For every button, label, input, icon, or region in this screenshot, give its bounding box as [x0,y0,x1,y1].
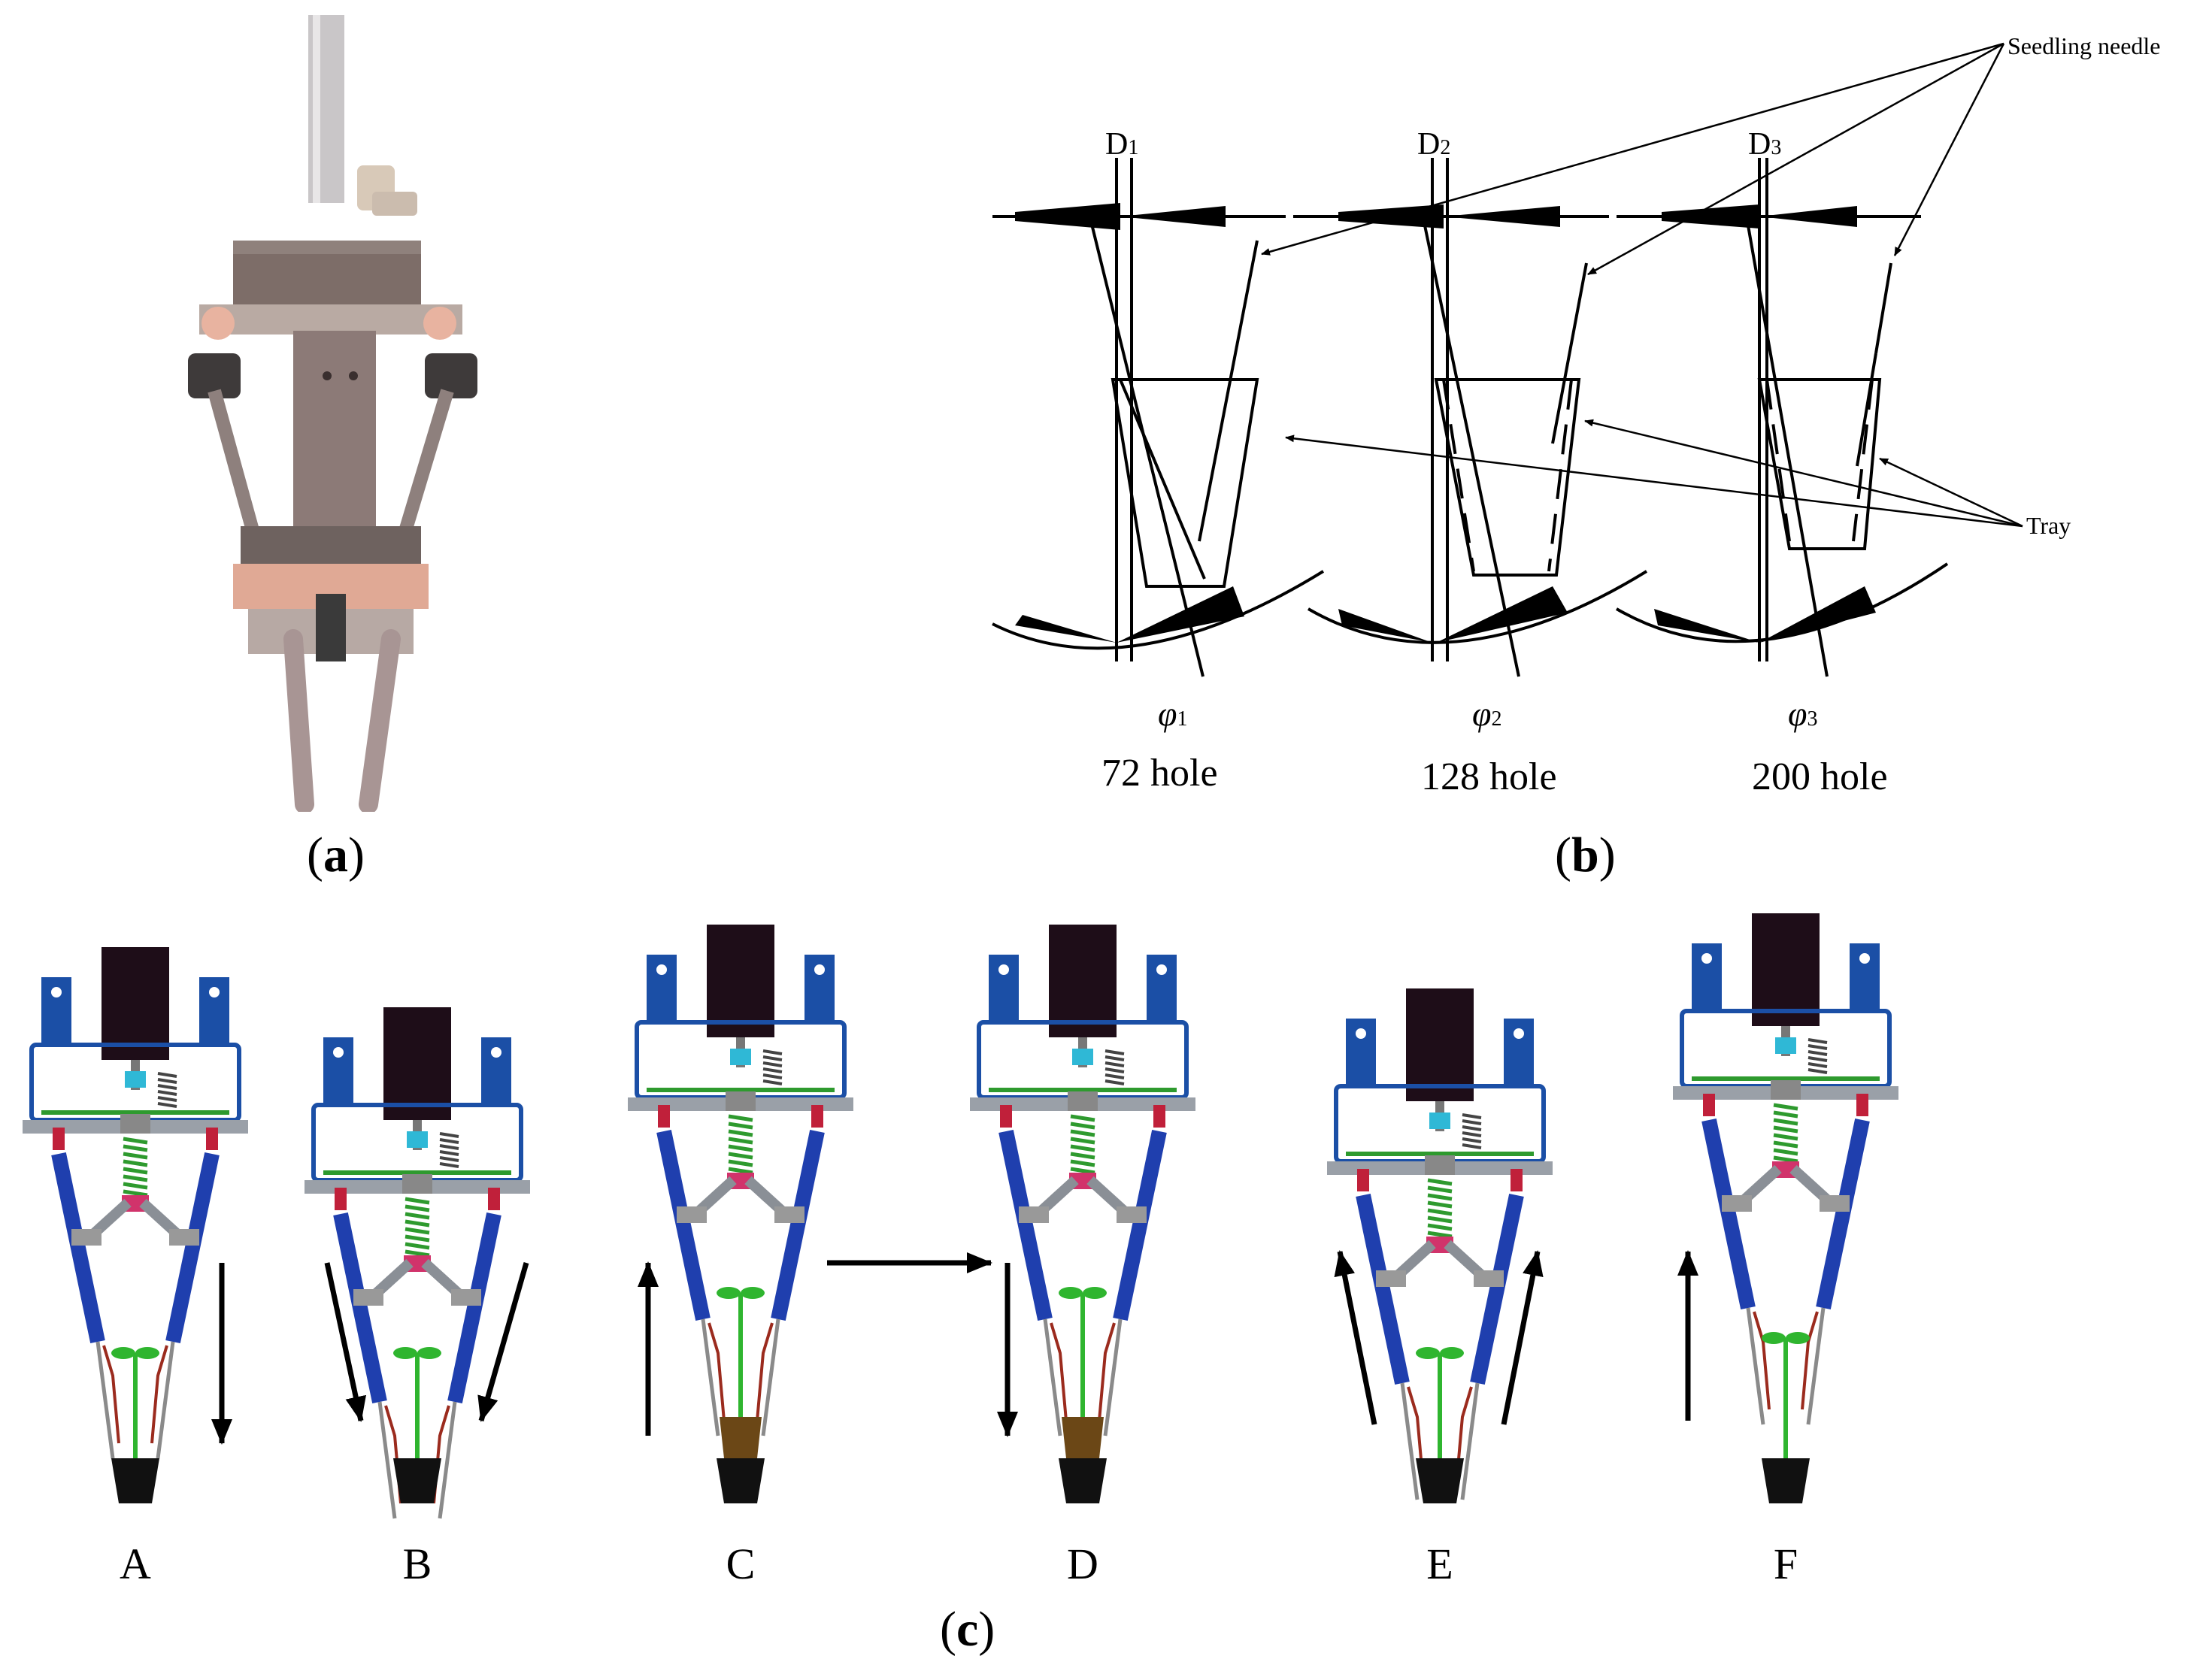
motion-arrow [1334,1250,1377,1425]
motor [383,1007,451,1120]
label-seedling-needle: Seedling needle [2007,32,2160,59]
left-arm [333,1212,387,1404]
stage-e: E [1327,988,1553,1588]
gripper-photo [188,15,477,812]
caption-b: (b) [1555,828,1616,882]
right-arm [1113,1129,1167,1321]
left-arm [656,1129,711,1321]
label-72-hole: 72 hole [1101,752,1218,795]
motor [1752,913,1820,1026]
stage-c: C [628,925,853,1588]
motor [1406,988,1474,1101]
stage-label: E [1426,1539,1453,1588]
tray-cell [717,1458,765,1503]
transplant-stages-diagram: A B C D E F [23,913,1898,1588]
motor [102,947,169,1060]
stage-f: F [1673,913,1898,1588]
label-d2: D2 [1417,127,1450,162]
stage-d: D [970,925,1195,1588]
needle-geometry-diagram: Seedling needle Tray D1 D2 D3 φ1 φ2 φ3 7… [992,32,2160,798]
soil-plug [1062,1417,1104,1458]
motor [707,925,774,1037]
label-d1: D1 [1105,127,1138,162]
label-phi2: φ2 [1472,695,1501,733]
stage-a: A [23,947,248,1588]
stage-label: A [120,1539,151,1588]
right-arm [165,1152,220,1344]
label-200-hole: 200 hole [1752,755,1888,798]
tray-cell [1059,1458,1107,1503]
motion-arrow [324,1262,366,1422]
stage-label: F [1774,1539,1798,1588]
tray-cell [1762,1458,1810,1503]
label-d3: D3 [1748,127,1781,162]
right-arm [447,1212,501,1404]
stage-label: B [403,1539,432,1588]
tray-cell [111,1458,159,1503]
right-arm [1470,1193,1524,1385]
tray-cell [393,1458,441,1503]
left-arm [998,1129,1053,1321]
left-arm [51,1152,105,1344]
label-phi3: φ3 [1788,695,1817,733]
stage-label: D [1067,1539,1098,1588]
label-phi1: φ1 [1158,695,1187,733]
caption-c: (c) [940,1602,995,1657]
right-arm [1816,1118,1870,1310]
left-arm [1701,1118,1756,1310]
stage-label: C [726,1539,756,1588]
label-tray: Tray [2026,512,2071,539]
label-128-hole: 128 hole [1421,755,1557,798]
motor [1049,925,1117,1037]
soil-plug [720,1417,762,1458]
left-arm [1356,1193,1410,1385]
right-arm [771,1129,825,1321]
motion-arrow [1501,1250,1544,1425]
motion-arrow [477,1262,529,1422]
stage-b: B [305,1007,530,1588]
tray-cell [1416,1458,1464,1503]
caption-a: (a) [307,828,365,882]
